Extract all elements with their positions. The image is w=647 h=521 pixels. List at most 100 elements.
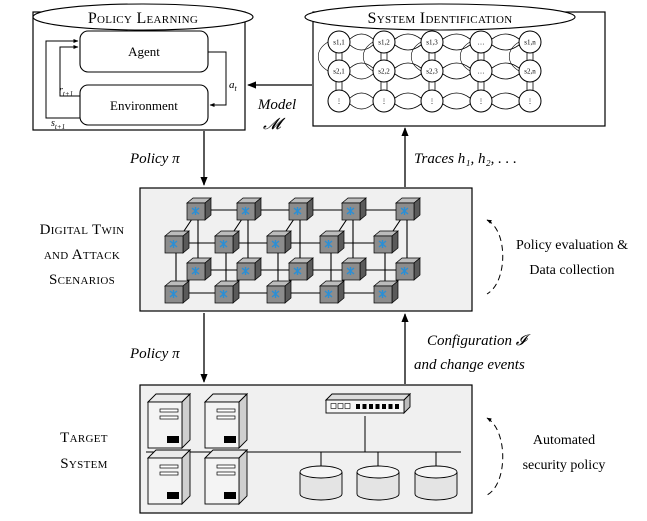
state-node-label: s1,n: [524, 39, 536, 47]
state-node-label: ⋮: [381, 98, 388, 106]
network-switch-icon: [324, 392, 412, 415]
virtual-node-icon: [164, 280, 190, 304]
policy-learning-panel: Policy Learning Agent Environment at rt+…: [32, 3, 254, 131]
transition-arrow: [442, 33, 471, 40]
configuration-label-line-2: and change events: [414, 357, 525, 373]
model-symbol: 𝓜: [263, 116, 286, 133]
evaluation-text-line-1: Policy evaluation &: [516, 238, 628, 253]
automation-text-line-2: security policy: [523, 458, 606, 473]
transition-arrow: [394, 92, 422, 99]
transition-arrow: [349, 103, 374, 110]
digital-twin-label-line-3: Scenarios: [49, 272, 115, 288]
evaluation-loop-arrow: [486, 219, 504, 295]
virtual-node-icon: [236, 257, 262, 281]
virtual-node-icon: [236, 197, 262, 221]
virtual-node-icon: [395, 257, 421, 281]
state-node: [420, 30, 444, 54]
virtual-node-icon: [373, 230, 399, 254]
state-node: [372, 89, 396, 113]
reward-arrow: [59, 45, 80, 97]
state-node-label: s2,n: [524, 68, 536, 76]
virtual-node-icon: [164, 230, 190, 254]
state-node-label: s2,1: [333, 68, 345, 76]
virtual-node-icon: [373, 280, 399, 304]
transition-arrow: [491, 62, 520, 69]
state-node: [420, 59, 444, 83]
state-node-label: ⋮: [429, 98, 436, 106]
state-node-label: s1,2: [378, 39, 390, 47]
virtual-node-icon: [186, 197, 212, 221]
transition-arrow: [442, 44, 471, 51]
virtual-node-icon: [266, 280, 292, 304]
server-icon: [146, 392, 192, 450]
state-node-label: …: [478, 68, 485, 76]
target-system-hardware: [146, 392, 461, 506]
transition-arrow: [410, 41, 422, 72]
digital-twin-network: [164, 197, 421, 304]
configuration-label-line-1: Configuration 𝓘: [427, 333, 531, 349]
state-node: [327, 30, 351, 54]
state-node-label: ⋮: [478, 98, 485, 106]
transition-arrow: [349, 44, 374, 51]
virtual-node-icon: [341, 257, 367, 281]
traces-label: Traces h₁, h₂, . . .: [414, 151, 517, 167]
model-label: Model: [257, 97, 296, 113]
state-node-label: s1,1: [333, 39, 345, 47]
transition-arrow: [491, 33, 520, 40]
digital-twin-label-line-2: and Attack: [44, 247, 120, 263]
state-node-label: s1,3: [426, 39, 438, 47]
markov-chain-links: [317, 33, 534, 110]
transition-arrow: [362, 41, 374, 72]
virtual-node-icon: [288, 197, 314, 221]
state-node: [469, 59, 493, 83]
transition-arrow: [491, 103, 520, 110]
virtual-node-icon: [266, 230, 292, 254]
state-node-label: s2,3: [426, 68, 438, 76]
automation-loop-arrow: [486, 417, 504, 496]
transition-arrow: [442, 103, 471, 110]
policy-label-top: Policy π: [129, 151, 180, 167]
state-node: [469, 89, 493, 113]
virtual-node-icon: [288, 257, 314, 281]
transition-arrow: [442, 92, 471, 99]
transition-arrow: [349, 92, 374, 99]
transition-arrow: [442, 62, 471, 69]
target-system-label-line-1: Target: [60, 430, 108, 446]
target-system-panel: [139, 384, 473, 514]
virtual-node-icon: [319, 230, 345, 254]
transition-arrow: [394, 62, 422, 69]
digital-twin-label-line-1: Digital Twin: [40, 222, 125, 238]
virtual-node-icon: [341, 197, 367, 221]
virtual-node-icon: [319, 280, 345, 304]
transition-arrow: [394, 73, 422, 80]
database-icon: [414, 465, 458, 501]
virtual-node-icon: [395, 197, 421, 221]
environment-label: Environment: [110, 98, 178, 113]
transition-arrow: [491, 44, 520, 51]
transition-arrow: [394, 44, 422, 51]
state-node: [420, 89, 444, 113]
state-node-label: ⋮: [336, 98, 343, 106]
action-arrow: [208, 51, 227, 107]
database-icon: [299, 465, 343, 501]
state-node: [327, 59, 351, 83]
transition-arrow: [349, 73, 374, 80]
transition-arrow: [349, 62, 374, 69]
transition-arrow: [394, 33, 422, 40]
state-node-label: s2,2: [378, 68, 390, 76]
state-node: [518, 89, 542, 113]
transition-arrow: [394, 103, 422, 110]
transition-arrow: [491, 73, 520, 80]
server-icon: [203, 448, 249, 506]
state-node: [469, 30, 493, 54]
system-identification-title: System Identification: [368, 10, 513, 27]
transition-arrow: [349, 33, 374, 40]
evaluation-text-line-2: Data collection: [529, 263, 614, 278]
policy-label-bottom: Policy π: [129, 346, 180, 362]
state-node: [327, 89, 351, 113]
digital-twin-panel: [139, 187, 473, 312]
transition-arrow: [459, 41, 471, 72]
system-identification-panel: System Identification s1,1 s1,2 s1,3 … s1,n s…: [304, 3, 606, 127]
